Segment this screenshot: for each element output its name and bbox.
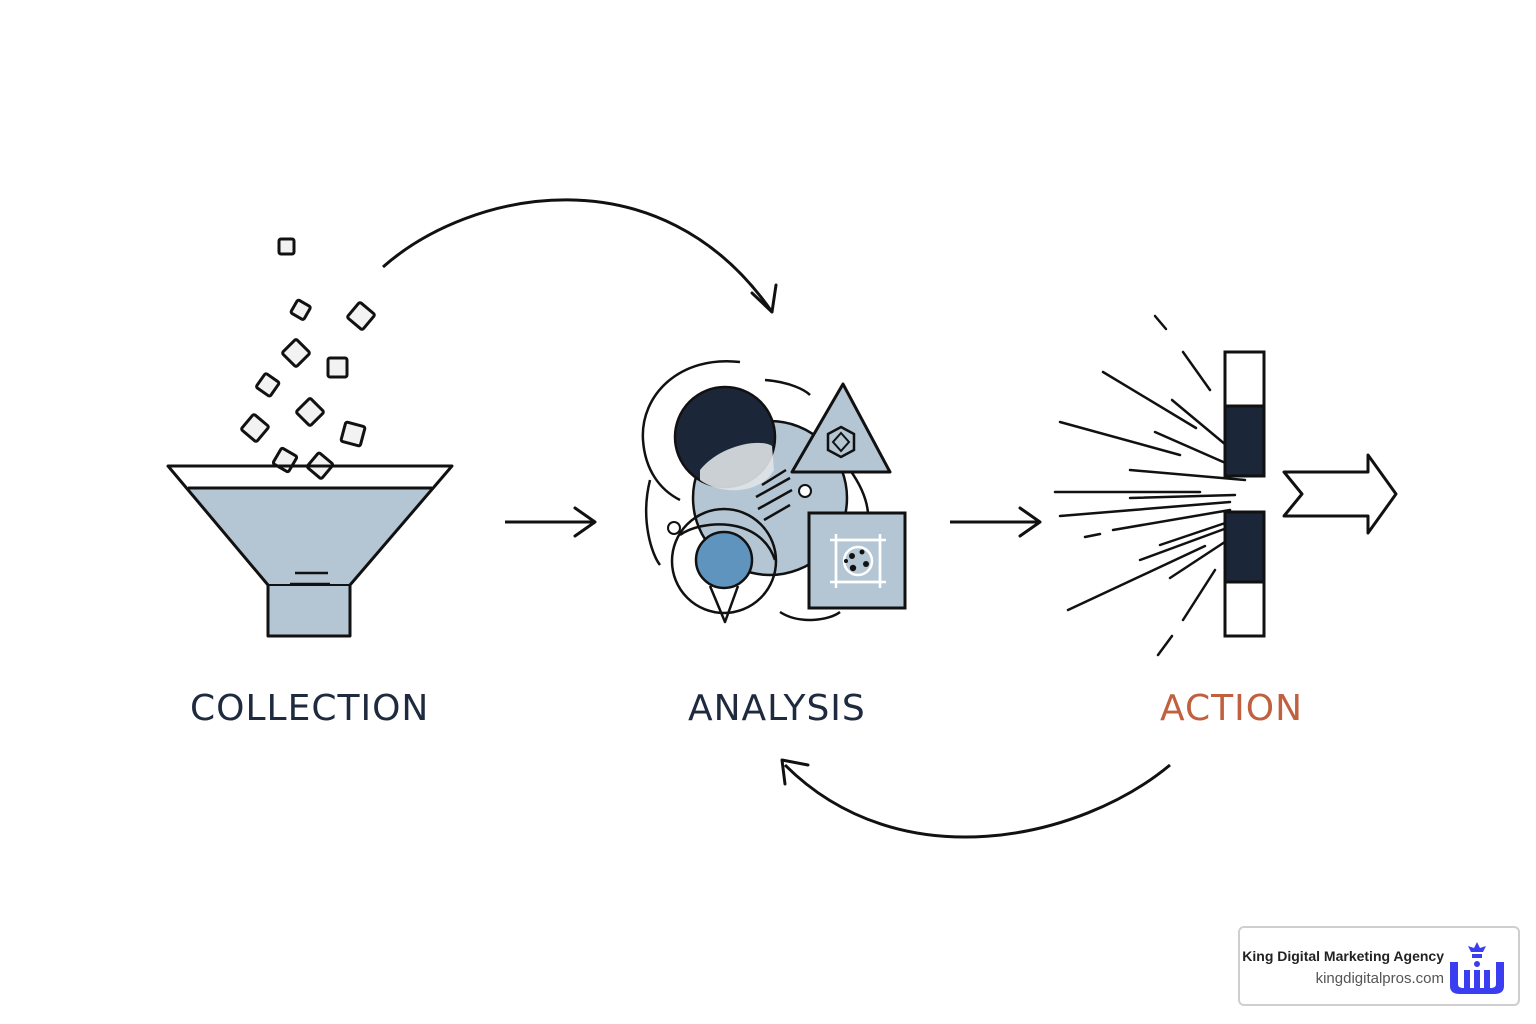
stage-label-collection: COLLECTION (190, 688, 430, 729)
crown-logo-icon (1450, 942, 1504, 994)
arrow-collection-to-analysis (505, 506, 597, 538)
stage-label-analysis: ANALYSIS (688, 688, 866, 729)
analysis-shapes-icon (641, 359, 907, 624)
agency-name: King Digital Marketing Agency (1242, 948, 1444, 964)
stage-label-action: ACTION (1160, 688, 1304, 729)
bottom-cycle-arrowhead (780, 758, 810, 786)
agency-url[interactable]: kingdigitalpros.com (1315, 970, 1444, 987)
bottom-cycle-arrow (783, 763, 1171, 839)
agency-watermark[interactable]: King Digital Marketing Agency kingdigita… (1238, 926, 1520, 1006)
top-cycle-arrowhead (750, 283, 778, 314)
top-cycle-arrow (382, 198, 774, 313)
arrow-analysis-to-action (950, 506, 1042, 538)
funnel-icon (166, 237, 454, 638)
action-burst-icon (1053, 314, 1398, 657)
